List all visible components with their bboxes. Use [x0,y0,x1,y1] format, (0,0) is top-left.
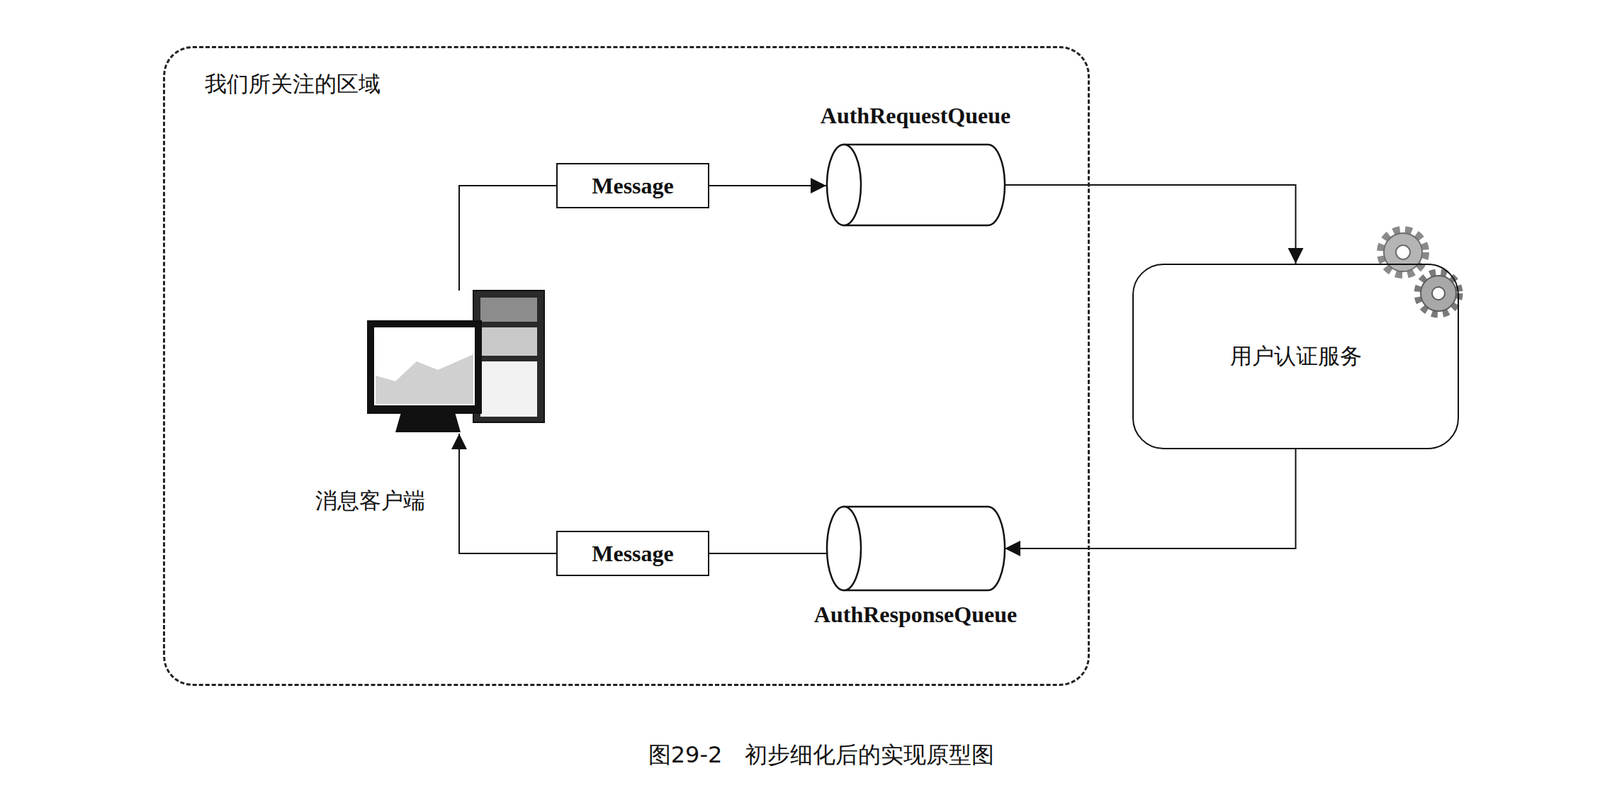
monitor-screen [374,327,475,406]
connector [709,552,827,555]
gear-icon [1366,216,1473,328]
connector [1004,449,1297,549]
queue-label: AuthResponseQueue [814,601,1017,628]
box-label: 用户认证服务 [1230,341,1362,372]
message-box: Message [556,530,710,577]
computer-icon [367,290,546,434]
region-label: 我们所关注的区域 [204,69,381,100]
cylinder-end [826,144,861,226]
computer-drawing [367,290,545,433]
monitor-frame [367,320,482,414]
message-box: Message [556,162,710,209]
service-box: 用户认证服务 [1132,263,1459,450]
screen-image [375,354,474,404]
gear-small [1418,273,1459,314]
queue-cylinder: AuthRequestQueue [826,143,1005,227]
cylinder-end [826,506,861,591]
queue-cylinder: AuthResponseQueue [826,505,1005,592]
cylinder-body [843,506,1005,591]
computer-tower [473,290,545,423]
box-label: Message [591,540,674,567]
connector [709,184,827,187]
figure-caption: 图29-2 初步细化后的实现原型图 [648,739,995,771]
cylinder-body [843,144,1005,226]
connector [459,185,557,291]
cylinder-outline [826,143,1005,227]
gear-large [1381,231,1425,274]
monitor-stand [395,412,461,433]
client-computer: 消息客户端 [367,290,546,434]
cylinder-outline [826,505,1005,592]
box-label: Message [591,172,674,200]
tower-panel [480,327,538,356]
tower-panel [480,361,538,417]
connector [1004,184,1297,264]
tower-panel [480,297,538,322]
queue-label: AuthRequestQueue [820,102,1011,129]
client-label: 消息客户端 [315,486,426,516]
focus-region: 我们所关注的区域 Message AuthRequestQueueAuthRespo… [162,46,1090,686]
connector [459,433,557,554]
